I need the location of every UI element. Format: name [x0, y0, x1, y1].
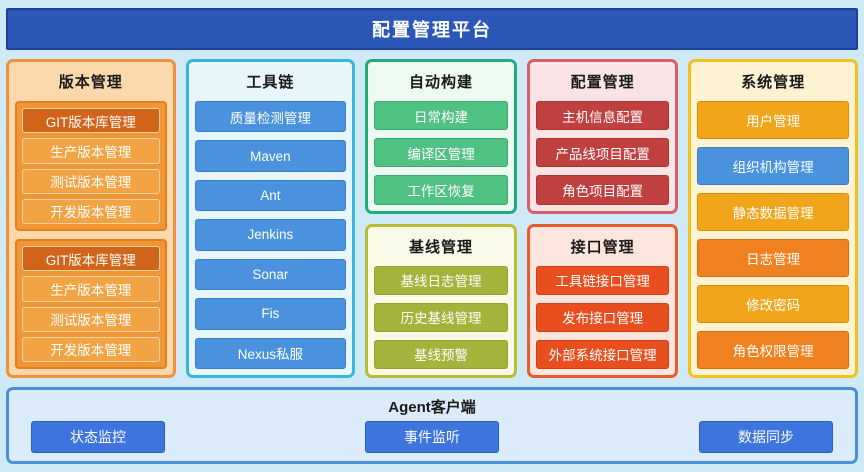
module-block: 质量检测管理 [194, 101, 347, 133]
module-block: 组织机构管理 [697, 147, 849, 185]
module-block: GIT版本库管理 [22, 108, 160, 134]
section-title: 接口管理 [570, 238, 635, 256]
toolchain-panel: 工具链 质量检测管理 Maven Ant Jenkins Sonar Fis N… [185, 59, 356, 378]
module-block: 日志管理 [697, 239, 849, 277]
module-block: 历史基线管理 [374, 302, 508, 332]
agent-client-row: 状态监控 事件监听 数据同步 [31, 421, 833, 453]
module-block: 工作区恢复 [374, 175, 508, 205]
module-block: 发布接口管理 [535, 302, 670, 332]
module-block: 编译区管理 [374, 138, 508, 168]
module-block: 日常构建 [374, 101, 508, 131]
baseline-panel: 基线管理 基线日志管理 历史基线管理 基线预警 [365, 223, 517, 378]
module-block: 产品线项目配置 [535, 138, 670, 168]
diagram-body: 版本管理 GIT版本库管理 生产版本管理 测试版本管理 开发版本管理 GIT版本… [6, 59, 858, 378]
module-block: 静态数据管理 [697, 193, 849, 231]
section-title: 工具链 [246, 74, 295, 91]
module-block: Ant [194, 179, 347, 212]
module-block: 生产版本管理 [22, 138, 160, 164]
module-block: 事件监听 [365, 421, 499, 453]
module-block: Sonar [194, 258, 347, 291]
auto-build-panel: 自动构建 日常构建 编译区管理 工作区恢复 [365, 59, 517, 214]
module-block: Fis [194, 298, 347, 330]
section-title: 自动构建 [408, 74, 473, 91]
module-block: 工具链接口管理 [535, 265, 670, 295]
agent-client-panel: Agent客户端 状态监控 事件监听 数据同步 [6, 387, 858, 464]
module-block: 用户管理 [697, 101, 849, 139]
version-group-1: GIT版本库管理 生产版本管理 测试版本管理 开发版本管理 [15, 101, 167, 231]
system-management-panel: 系统管理 用户管理 组织机构管理 静态数据管理 日志管理 修改密码 角色权限管理 [688, 59, 858, 378]
interface-management-panel: 接口管理 工具链接口管理 发布接口管理 外部系统接口管理 [526, 223, 679, 378]
section-title: 基线管理 [408, 238, 473, 256]
module-block: Nexus私服 [194, 337, 347, 369]
module-block: 角色权限管理 [697, 331, 849, 369]
module-block: 基线预警 [374, 339, 508, 370]
module-block: 基线日志管理 [374, 265, 508, 295]
section-title: 版本管理 [58, 74, 123, 91]
section-title: 配置管理 [570, 74, 635, 91]
module-block: Maven [194, 140, 347, 172]
build-baseline-stack: 自动构建 日常构建 编译区管理 工作区恢复 基线管理 基线日志管理 历史基线管理… [365, 59, 517, 378]
version-group-2: GIT版本库管理 生产版本管理 测试版本管理 开发版本管理 [15, 239, 167, 369]
module-block: GIT版本库管理 [22, 246, 160, 272]
module-block: 数据同步 [699, 421, 833, 453]
module-block: 角色项目配置 [535, 175, 670, 205]
module-block: 外部系统接口管理 [535, 339, 670, 370]
config-interface-stack: 配置管理 主机信息配置 产品线项目配置 角色项目配置 接口管理 工具链接口管理 … [526, 59, 679, 378]
version-management-panel: 版本管理 GIT版本库管理 生产版本管理 测试版本管理 开发版本管理 GIT版本… [6, 59, 176, 378]
module-block: 状态监控 [31, 421, 165, 453]
module-block: 测试版本管理 [22, 168, 160, 194]
module-block: 测试版本管理 [22, 306, 160, 332]
module-block: 开发版本管理 [22, 198, 160, 224]
module-block: 主机信息配置 [535, 101, 670, 131]
module-block: 生产版本管理 [22, 276, 160, 302]
config-management-panel: 配置管理 主机信息配置 产品线项目配置 角色项目配置 [526, 59, 679, 214]
module-block: Jenkins [194, 219, 347, 251]
module-block: 修改密码 [697, 285, 849, 323]
module-block: 开发版本管理 [22, 336, 160, 362]
section-title: Agent客户端 [388, 399, 476, 416]
platform-header: 配置管理平台 [6, 8, 858, 50]
section-title: 系统管理 [741, 74, 806, 91]
platform-title: 配置管理平台 [372, 20, 492, 40]
